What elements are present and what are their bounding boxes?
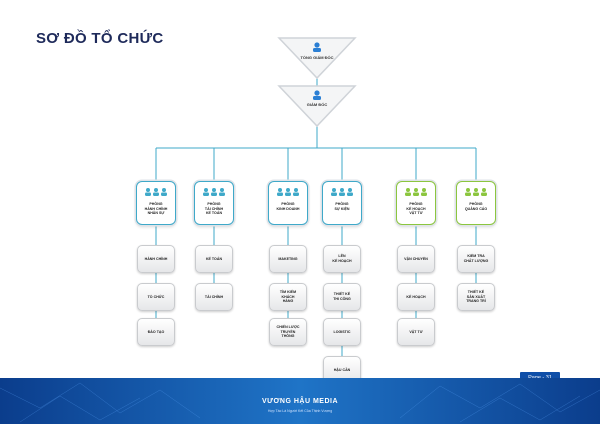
sub-unit-box: LOGISTIC: [323, 318, 361, 346]
sub-unit-label: KIỂM TRA CHẤT LƯỢNG: [463, 254, 489, 263]
sub-unit-label: KẾ TOÁN: [205, 256, 223, 261]
sub-unit-label: HÀNH CHÍNH: [144, 256, 168, 261]
department-label: PHÒNG QUẢNG CÁO: [464, 202, 488, 211]
team-icon: [203, 188, 225, 196]
sub-unit-box: LÊN KẾ HOẠCH: [323, 245, 361, 273]
person-icon: [314, 42, 320, 48]
page-title: SƠ ĐỒ TỔ CHỨC: [36, 30, 164, 47]
team-icon: [405, 188, 427, 196]
department-box: PHÒNG QUẢNG CÁO: [456, 181, 496, 225]
page-number-badge: Page - 31: [520, 372, 560, 383]
person-icon: [314, 90, 320, 96]
sub-unit-label: HẬU CẦN: [333, 367, 351, 372]
sub-unit-box: KẾ HOẠCH: [397, 283, 435, 311]
sub-unit-box: THIẾT KẾ SẢN XUẤT TRANG TRÍ: [457, 283, 495, 311]
director-label: GIÁM ĐỐC: [306, 102, 328, 107]
team-icon: [277, 188, 299, 196]
sub-unit-label: ĐÀO TẠO: [147, 329, 165, 334]
team-icon: [465, 188, 487, 196]
sub-unit-box: VẬN CHUYỂN: [397, 245, 435, 273]
department-box: PHÒNG KINH DOANH: [268, 181, 308, 225]
department-label: PHÒNG HÀNH CHÍNH NHÂN SỰ: [144, 202, 168, 216]
sub-unit-box: CHIẾN LƯỢC TRUYỀN THÔNG: [269, 318, 307, 346]
sub-unit-label: THIẾT KẾ THI CÔNG: [333, 292, 351, 301]
ceo-label: TỔNG GIÁM ĐỐC: [300, 55, 334, 60]
sub-unit-box: KẾ TOÁN: [195, 245, 233, 273]
department-label: PHÒNG TÀI CHÍNH KẾ TOÁN: [204, 202, 224, 216]
sub-unit-label: CHIẾN LƯỢC TRUYỀN THÔNG: [276, 325, 300, 339]
sub-unit-label: TÌM KIẾM KHÁCH HÀNG: [279, 290, 297, 304]
sub-unit-label: KẾ HOẠCH: [406, 294, 426, 299]
department-label: PHÒNG KẾ HOẠCH VẬT TƯ: [406, 202, 426, 216]
sub-unit-box: TÌM KIẾM KHÁCH HÀNG: [269, 283, 307, 311]
sub-unit-label: LÊN KẾ HOẠCH: [332, 254, 352, 263]
sub-unit-box: HÀNH CHÍNH: [137, 245, 175, 273]
department-box: PHÒNG HÀNH CHÍNH NHÂN SỰ: [136, 181, 176, 225]
department-box: PHÒNG SỰ KIỆN: [322, 181, 362, 225]
sub-unit-label: TÀI CHÍNH: [204, 294, 224, 299]
ceo-box: [277, 37, 357, 80]
sub-unit-label: VẬT TƯ: [409, 329, 423, 334]
sub-unit-box: ĐÀO TẠO: [137, 318, 175, 346]
sub-unit-label: LOGISTIC: [333, 329, 351, 334]
sub-unit-box: THIẾT KẾ THI CÔNG: [323, 283, 361, 311]
sub-unit-label: TỔ CHỨC: [147, 294, 165, 299]
department-box: PHÒNG TÀI CHÍNH KẾ TOÁN: [194, 181, 234, 225]
sub-unit-box: MAKETING: [269, 245, 307, 273]
network-pattern: [0, 382, 600, 423]
sub-unit-label: THIẾT KẾ SẢN XUẤT TRANG TRÍ: [466, 290, 486, 304]
department-box: PHÒNG KẾ HOẠCH VẬT TƯ: [396, 181, 436, 225]
footer-banner: [0, 378, 600, 424]
sub-unit-box: TỔ CHỨC: [137, 283, 175, 311]
sub-unit-box: KIỂM TRA CHẤT LƯỢNG: [457, 245, 495, 273]
department-label: PHÒNG SỰ KIỆN: [334, 202, 350, 211]
sub-unit-label: MAKETING: [278, 256, 298, 261]
department-label: PHÒNG KINH DOANH: [276, 202, 300, 211]
brand-name: VƯƠNG HẬU MEDIA: [261, 398, 339, 405]
team-icon: [331, 188, 353, 196]
sub-unit-label: VẬN CHUYỂN: [404, 256, 428, 261]
sub-unit-box: VẬT TƯ: [397, 318, 435, 346]
team-icon: [145, 188, 167, 196]
sub-unit-box: TÀI CHÍNH: [195, 283, 233, 311]
brand-tagline: Hợp Tác Là Người Kết Của Thịnh Vượng: [267, 409, 333, 413]
director-box: [277, 85, 357, 128]
